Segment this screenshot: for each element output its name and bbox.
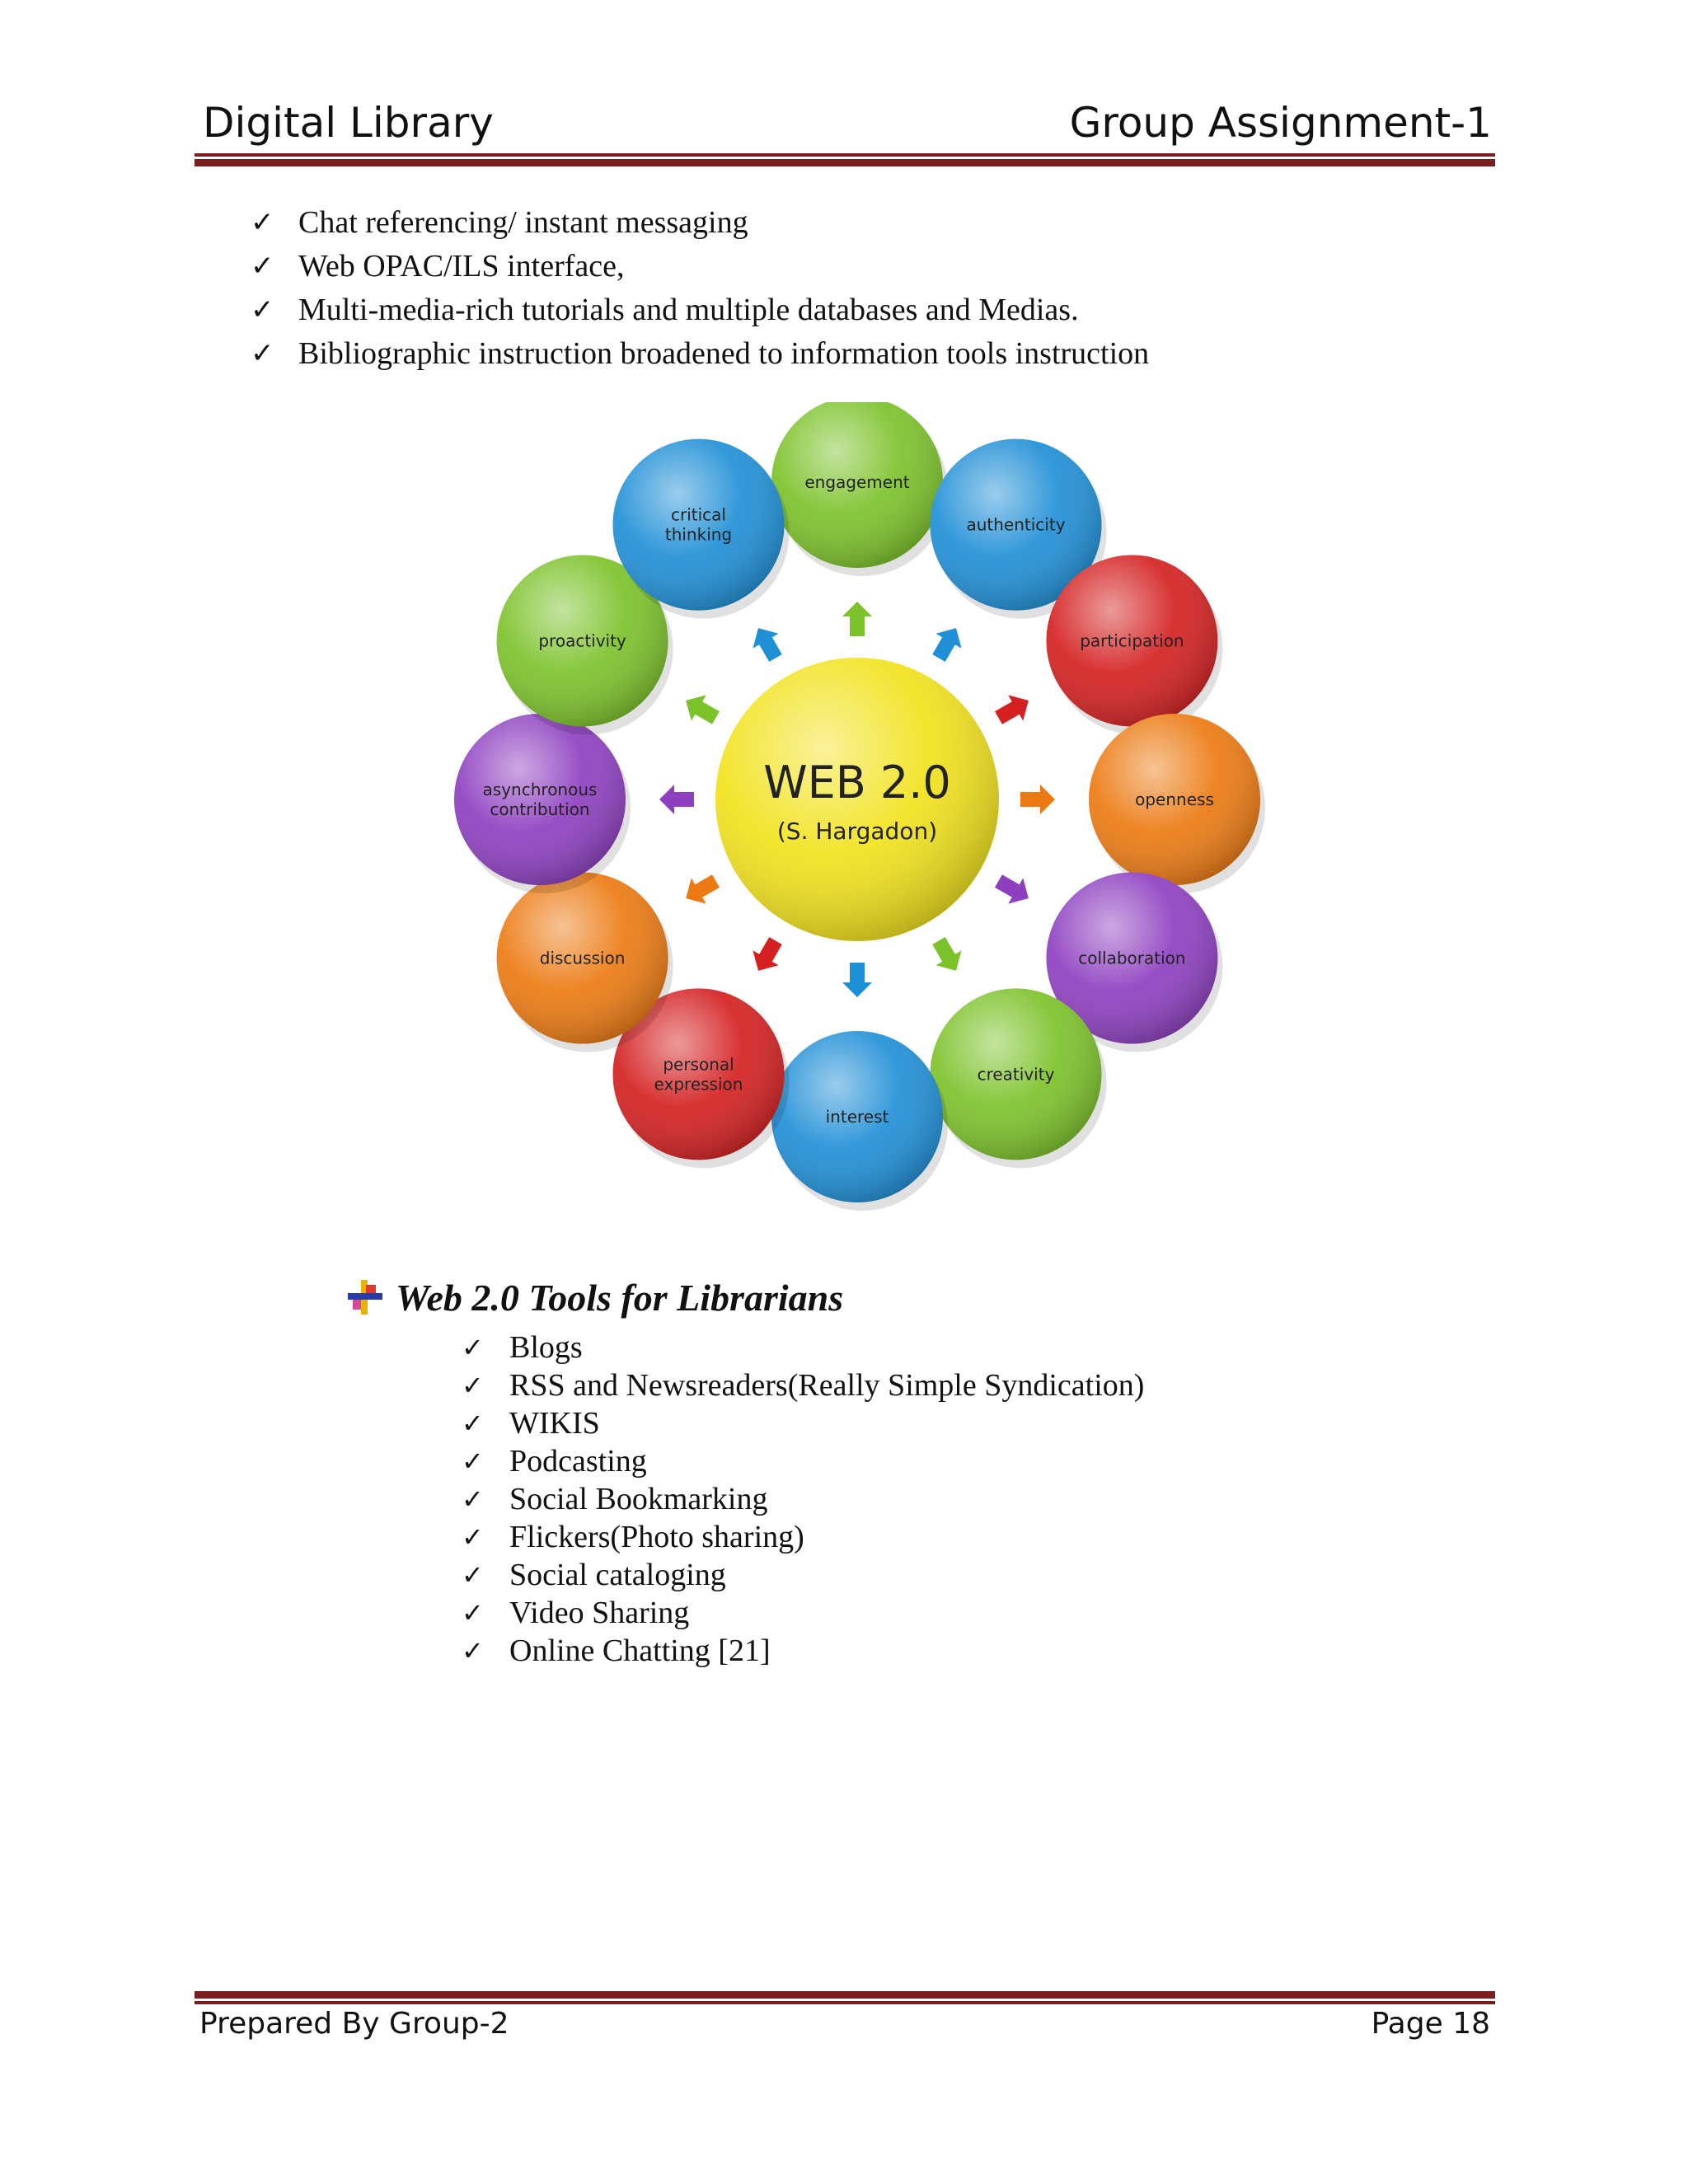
arrow-icon xyxy=(932,628,962,663)
checkmark-icon: ✓ xyxy=(462,1559,484,1591)
bubble-label: engagement xyxy=(804,472,909,492)
bubble-shade xyxy=(930,988,1102,1160)
diagram-bubble: creativity xyxy=(930,988,1107,1169)
checkmark-icon: ✓ xyxy=(251,250,274,283)
checkmark-icon: ✓ xyxy=(462,1635,484,1666)
diagram-bubble: interest xyxy=(771,1031,948,1211)
arrow-icon xyxy=(1020,785,1055,814)
bubble-label: contribution xyxy=(490,799,589,819)
bubble-shade xyxy=(496,555,668,727)
bubble-shade xyxy=(1046,872,1218,1044)
list-item: ✓Social Bookmarking xyxy=(462,1482,768,1516)
bubble-label: personal xyxy=(663,1054,734,1074)
list-item: ✓Blogs xyxy=(462,1330,583,1365)
checkmark-icon: ✓ xyxy=(462,1521,484,1553)
bubble-shade xyxy=(612,438,785,611)
footer-rule-thick xyxy=(195,1991,1495,1999)
checkmark-icon: ✓ xyxy=(462,1370,484,1401)
center-subtitle: (S. Hargadon) xyxy=(777,818,937,845)
diagram-bubble: authenticity xyxy=(930,438,1107,619)
list-item: ✓Podcasting xyxy=(462,1444,647,1479)
bubble-label: expression xyxy=(654,1074,743,1094)
list-item: ✓Multi-media-rich tutorials and multiple… xyxy=(251,288,1149,332)
section-heading: Web 2.0 Tools for Librarians xyxy=(346,1276,843,1325)
bubble-shade xyxy=(1089,714,1260,885)
bubble-shade xyxy=(930,438,1102,611)
center-circle: WEB 2.0 (S. Hargadon) xyxy=(715,658,999,941)
checkmark-icon: ✓ xyxy=(251,337,274,370)
arrow-icon xyxy=(659,785,694,814)
list-item: ✓Web OPAC/ILS interface, xyxy=(251,245,1149,288)
list-item: ✓WIKIS xyxy=(462,1406,600,1441)
list-item: ✓Bibliographic instruction broadened to … xyxy=(251,332,1149,376)
bubble-shade xyxy=(612,988,785,1160)
checkmark-icon: ✓ xyxy=(462,1483,484,1515)
footer-rule-thin xyxy=(195,2001,1495,2004)
checkmark-icon: ✓ xyxy=(462,1408,484,1439)
intro-checklist: ✓Chat referencing/ instant messaging ✓We… xyxy=(251,201,1149,376)
header-rule-thick xyxy=(195,159,1495,166)
list-item: ✓Video Sharing xyxy=(462,1596,690,1630)
checkmark-icon: ✓ xyxy=(251,206,274,239)
arrow-icon xyxy=(686,874,720,904)
checkmark-icon: ✓ xyxy=(462,1446,484,1477)
bubble-label: proactivity xyxy=(538,631,626,651)
arrow-icon xyxy=(686,695,720,724)
bubble-shade xyxy=(771,1031,943,1202)
bubble-label: participation xyxy=(1080,631,1184,651)
bubble-shade xyxy=(496,872,668,1044)
diagram-bubble: discussion xyxy=(496,872,673,1052)
arrow-icon xyxy=(994,695,1029,724)
bubble-shade xyxy=(1046,555,1218,727)
bubble-label: creativity xyxy=(978,1064,1055,1084)
arrow-icon xyxy=(753,628,782,663)
arrow-icon xyxy=(994,874,1029,904)
arrow-icon xyxy=(842,963,872,997)
bubble-label: interest xyxy=(826,1107,889,1127)
arrow-icon xyxy=(932,936,962,971)
center-title: WEB 2.0 xyxy=(763,757,951,808)
list-item: ✓Chat referencing/ instant messaging xyxy=(251,201,1149,245)
checkmark-icon: ✓ xyxy=(251,293,274,326)
bubble-label: thinking xyxy=(665,525,732,545)
cross-bullet-icon xyxy=(346,1278,384,1325)
bubble-shade xyxy=(771,402,943,568)
bubble-label: asynchronous xyxy=(483,780,598,799)
bubble-shade xyxy=(454,714,626,885)
bubble-label: critical xyxy=(671,505,726,525)
tools-checklist: ✓Blogs ✓RSS and Newsreaders(Really Simpl… xyxy=(462,1329,1144,1670)
list-item: ✓Flickers(Photo sharing) xyxy=(462,1520,804,1554)
checkmark-icon: ✓ xyxy=(462,1597,484,1629)
bubble-label: discussion xyxy=(540,949,626,968)
checkmark-icon: ✓ xyxy=(462,1332,484,1363)
header-title: Digital Library xyxy=(203,99,494,147)
bubble-label: authenticity xyxy=(966,515,1065,535)
list-item: ✓RSS and Newsreaders(Really Simple Syndi… xyxy=(462,1368,1145,1403)
bubble-label: collaboration xyxy=(1078,949,1185,968)
bubble-label: openness xyxy=(1135,790,1214,809)
diagram-bubble: collaboration xyxy=(1046,872,1223,1052)
list-item: ✓Online Chatting [21] xyxy=(462,1633,771,1668)
diagram-bubble: proactivity xyxy=(496,555,673,735)
arrow-icon xyxy=(753,936,782,971)
list-item: ✓Social cataloging xyxy=(462,1558,726,1592)
arrow-icon xyxy=(842,602,872,636)
diagram-bubble: openness xyxy=(1089,714,1265,893)
diagram-bubble: participation xyxy=(1046,555,1223,735)
center-shade xyxy=(715,658,999,941)
page-number: Page 18 xyxy=(1371,2007,1490,2041)
web20-diagram: engagement authenticity participation openn… xyxy=(454,402,1265,1211)
header-rule-thin xyxy=(195,153,1495,157)
footer-author: Prepared By Group-2 xyxy=(199,2007,509,2041)
header-assignment: Group Assignment-1 xyxy=(1069,99,1492,147)
diagram-bubble: engagement xyxy=(771,402,948,576)
